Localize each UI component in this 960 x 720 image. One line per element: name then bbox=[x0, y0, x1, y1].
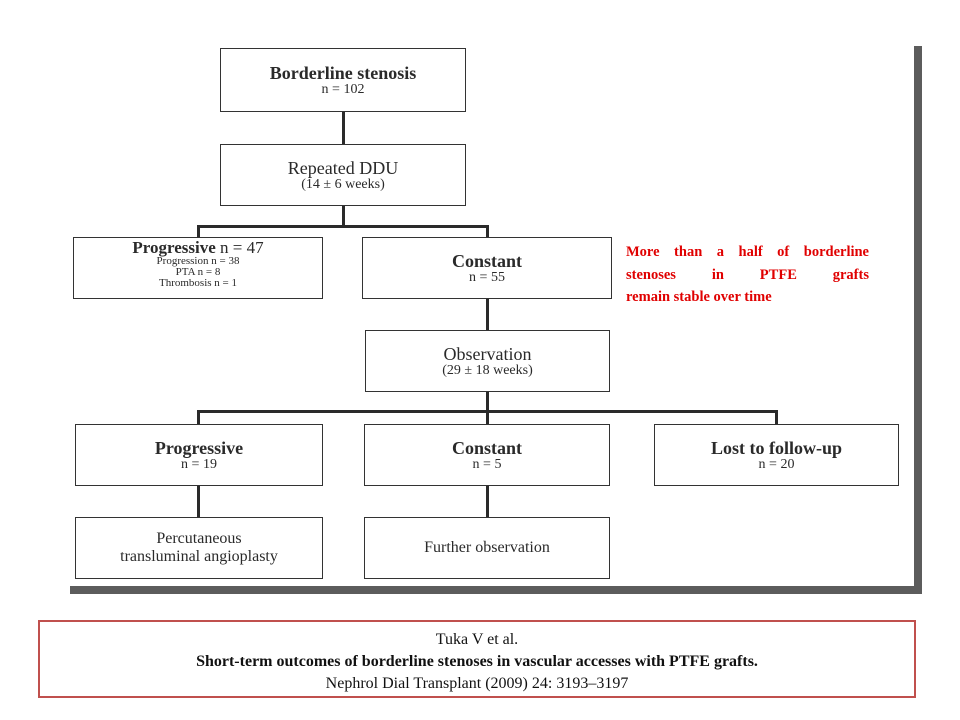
constant2-n: n = 5 bbox=[472, 456, 502, 472]
citation-box: Tuka V et al. Short-term outcomes of bor… bbox=[38, 620, 916, 698]
citation-title: Short-term outcomes of borderline stenos… bbox=[196, 653, 758, 670]
box-further-observation: Further observation bbox=[364, 517, 610, 579]
progressive1-detail-pta: PTA n = 8 bbox=[175, 266, 221, 278]
connector-progressive2-pta bbox=[197, 485, 200, 518]
connector-constant2-further bbox=[486, 485, 489, 518]
pta-line1: Percutaneous bbox=[156, 530, 242, 547]
lost-title: Lost to follow-up bbox=[710, 437, 842, 458]
progressive2-title: Progressive bbox=[154, 437, 244, 458]
observation-title: Observation bbox=[443, 343, 532, 364]
progressive1-header: Progressive n = 47 bbox=[132, 239, 263, 256]
progressive2-n: n = 19 bbox=[181, 456, 217, 472]
box-progressive-2: Progressive n = 19 bbox=[75, 424, 323, 486]
connector-borderline-ddu bbox=[342, 111, 345, 145]
further-label: Further observation bbox=[424, 539, 550, 556]
citation-journal: Nephrol Dial Transplant (2009) 24: 3193–… bbox=[325, 675, 629, 692]
pta-line2: transluminal angioplasty bbox=[120, 548, 278, 565]
connector-constant1-observation bbox=[486, 298, 489, 331]
citation-authors: Tuka V et al. bbox=[435, 631, 519, 648]
box-repeated-ddu: Repeated DDU (14 ± 6 weeks) bbox=[220, 144, 466, 206]
progressive1-n: n = 47 bbox=[220, 238, 264, 257]
figure-shadow-bottom bbox=[70, 586, 922, 594]
note-line-3: remain stable over time bbox=[626, 289, 772, 305]
connector-to-constant1 bbox=[486, 225, 489, 238]
progressive1-title: Progressive bbox=[132, 238, 216, 257]
flowchart-figure bbox=[70, 46, 922, 594]
box-lost-to-follow-up: Lost to follow-up n = 20 bbox=[654, 424, 899, 486]
annotation-note: More than a half of borderline stenoses … bbox=[626, 241, 869, 309]
connector-to-lost bbox=[775, 410, 778, 425]
connector-to-progressive1 bbox=[197, 225, 200, 238]
lost-n: n = 20 bbox=[758, 456, 795, 472]
observation-duration: (29 ± 18 weeks) bbox=[442, 362, 533, 378]
box-constant-2: Constant n = 5 bbox=[364, 424, 610, 486]
progressive1-detail-progression: Progression n = 38 bbox=[156, 255, 240, 267]
connector-split-horizontal-1 bbox=[197, 225, 489, 228]
box-progressive-1: Progressive n = 47 Progression n = 38 PT… bbox=[73, 237, 323, 299]
borderline-n: n = 102 bbox=[321, 81, 365, 97]
constant1-title: Constant bbox=[451, 250, 522, 271]
connector-to-progressive2 bbox=[197, 410, 200, 425]
ddu-title: Repeated DDU bbox=[287, 157, 399, 178]
constant2-title: Constant bbox=[451, 437, 522, 458]
figure-shadow-right bbox=[914, 46, 922, 594]
note-line-1: More than a half of borderline bbox=[626, 244, 869, 260]
progressive1-detail-thrombosis: Thrombosis n = 1 bbox=[158, 277, 237, 289]
box-constant-1: Constant n = 55 bbox=[362, 237, 612, 299]
box-borderline-stenosis: Borderline stenosis n = 102 bbox=[220, 48, 466, 112]
connector-observation-stem bbox=[486, 391, 489, 412]
box-pta: Percutaneous transluminal angioplasty bbox=[75, 517, 323, 579]
borderline-title: Borderline stenosis bbox=[269, 62, 417, 83]
ddu-duration: (14 ± 6 weeks) bbox=[301, 176, 385, 192]
constant1-n: n = 55 bbox=[469, 269, 505, 285]
note-line-2: stenoses in PTFE grafts bbox=[626, 266, 869, 283]
connector-to-constant2 bbox=[486, 410, 489, 425]
connector-ddu-stem bbox=[342, 205, 345, 227]
box-observation: Observation (29 ± 18 weeks) bbox=[365, 330, 610, 392]
